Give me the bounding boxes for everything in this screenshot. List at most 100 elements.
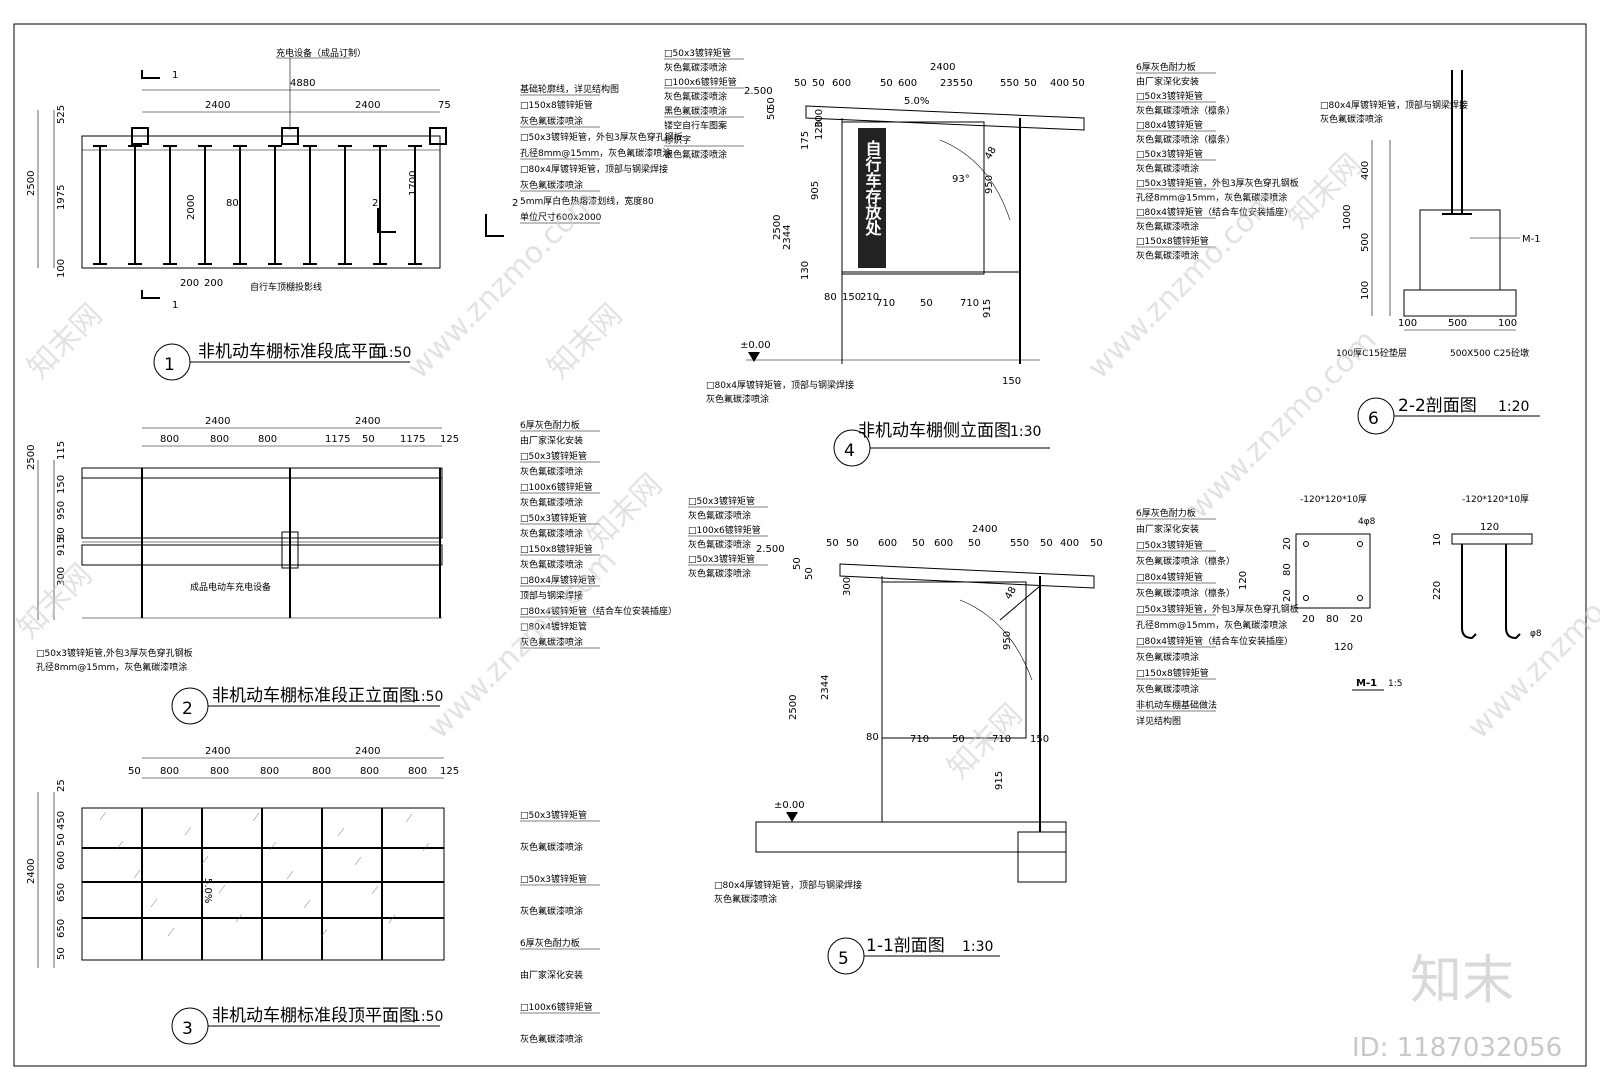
side-roof [805,105,1085,131]
roof-notes: □50x3镀锌矩管灰色氟碳漆喷涂□50x3镀锌矩管灰色氟碳漆喷涂6厚灰色耐力板由… [520,809,600,1045]
front-dim-top: 1175 [400,434,425,445]
sec11-note-right: □80x4镀锌矩管（结合车位安装插座） [1136,635,1293,647]
front-note: 灰色氟碳漆喷涂 [520,466,583,478]
roof-dim-left: 2400 [26,859,37,884]
side-dim-top: 50 [812,78,825,89]
plan-note: □80x4厚镀锌矩管，顶部与钢梁焊接 [520,163,668,175]
side-zero-level: ±0.00 [740,340,771,351]
front-left-note-2: 孔径8mm@15mm，灰色氟碳漆喷涂 [36,661,187,673]
sec11-dim-left: 300 [842,577,853,596]
plan-dim-2000: 2000 [186,195,197,220]
front-note: 顶部与钢梁焊接 [520,590,583,602]
sec11-zero-level: ±0.00 [774,800,805,811]
view-5-title: 1-1剖面图 [866,936,945,956]
sec22-note-1: □80x4厚镀锌矩管，顶部与钢梁焊接 [1320,99,1468,111]
sec11-note-right: 详见结构图 [1136,715,1181,727]
plan-section-mark-1-bottom: 1 [172,300,178,311]
roof-note: 由厂家深化安装 [520,969,583,981]
sec22-note-2: 灰色氟碳漆喷涂 [1320,113,1383,125]
view-3-scale: 1:50 [412,1009,443,1025]
sec11-dim-bottom: 710 [992,734,1011,745]
side-dim-left: 50 [766,107,777,120]
sec22-concrete-pier [1419,209,1501,291]
side-note-right: 灰色氟碳漆喷涂（檩条） [1136,134,1235,146]
sec11-note-right: 灰色氟碳漆喷涂 [1136,651,1199,663]
side-dim-left: 120 [814,121,825,140]
front-note: 灰色氟碳漆喷涂 [520,497,583,509]
sec22-dim-left: 100 [1360,281,1371,300]
sec11-level: 2.500 [756,544,785,555]
side-dim-left: 130 [800,261,811,280]
m1-dim-plan: 20 [1350,614,1363,625]
plan-dim-100: 100 [56,259,67,278]
side-note-right: □150x8镀锌矩管 [1136,235,1209,247]
front-note: 灰色氟碳漆喷涂 [520,528,583,540]
side-dim-top: 50 [960,78,973,89]
side-angle: 93° [952,174,970,185]
plan-note: 基础轮廓线，详见结构图 [520,83,619,95]
m1-plate-left: -120*120*10厚 [1300,494,1367,505]
side-dim-bottom: 50 [920,298,933,309]
side-note-right: 灰色氟碳漆喷涂（檩条） [1136,105,1235,117]
m1-dim-elev: 120 [1480,522,1499,533]
side-dim-bottom: 915 [982,299,993,318]
sec11-note-right: □50x3镀锌矩管，外包3厚灰色穿孔钢板 [1136,603,1299,615]
plan-section-mark-2-right: 2 [512,198,518,209]
front-dim-left: 80 [56,527,67,540]
front-dim-left: 915 [56,537,67,556]
sec22-embed: M-1 [1522,234,1541,245]
front-dim-top: 2400 [355,416,380,427]
front-note: □80x4厚镀锌矩管 [520,574,596,586]
watermark: 知末网 [581,467,669,555]
sec11-note-right: 6厚灰色耐力板 [1136,507,1196,519]
side-note-right: 由厂家深化安装 [1136,76,1199,88]
plan-post [131,127,149,145]
side-note-left: 黑色氟碳漆喷涂 [664,105,727,117]
side-sign-text: 自行车存放处 [863,139,883,237]
roof-dim-top: 800 [160,766,179,777]
m1-plate-elev [1451,533,1533,545]
side-dim-left: 150 [842,292,861,303]
id-label: ID: 1187032056 [1352,1033,1562,1063]
roof-dim-top: 800 [360,766,379,777]
roof-note: 灰色氟碳漆喷涂 [520,1033,583,1045]
roof-note: 6厚灰色耐力板 [520,937,580,949]
m1-dim-left: 80 [1282,563,1293,576]
m1-dim-plan: 80 [1326,614,1339,625]
m1-dim-elev: 10 [1432,533,1443,546]
view-6-title: 2-2剖面图 [1398,396,1477,416]
sec11-note-right: 灰色氟碳漆喷涂（檩条） [1136,555,1235,567]
sec11-dim-left: 80 [866,732,879,743]
plan-note: 5mm厚白色热熔漆划线，宽度80 [520,195,654,207]
plan-outline-note: 自行车顶棚投影线 [250,281,322,293]
m1-dim-plan: 20 [1302,614,1315,625]
roof-note: □50x3镀锌矩管 [520,873,587,885]
plan-dim-2400a: 2400 [205,100,230,111]
plan-post [429,127,447,145]
sec11-note-right: □50x3镀锌矩管 [1136,539,1203,551]
side-note-right: □80x4镀锌矩管（结合车位安装插座） [1136,206,1293,218]
side-note-left: 银色氟碳漆喷涂 [664,149,727,161]
sec11-dim-bottom: 50 [952,734,965,745]
m1-plate-plan [1295,533,1371,609]
front-dim-left: 2500 [26,445,37,470]
watermark: www.znzmo.com [421,543,624,746]
sec11-note-right: 由厂家深化安装 [1136,523,1199,535]
view-4-number: 4 [844,441,855,461]
sec11-dim-top: 550 [1010,538,1029,549]
roof-note: □100x6镀锌矩管 [520,1001,593,1013]
sec11-dim-top: 50 [1090,538,1103,549]
sec11-note-right: □80x4镀锌矩管 [1136,571,1203,583]
front-note: □80x4镀锌矩管（结合车位安装插座） [520,605,677,617]
sec11-dim-top: 50 [968,538,981,549]
view-3-number: 3 [182,1019,193,1039]
sec22-bottom-note-1: 100厚C15砼垫层 [1336,347,1407,359]
side-dim-top: 600 [898,78,917,89]
roof-dim-left: 600 [56,851,67,870]
side-note-left: 灰色氟碳漆喷涂 [664,91,727,103]
side-dim-bottom: 710 [876,298,895,309]
